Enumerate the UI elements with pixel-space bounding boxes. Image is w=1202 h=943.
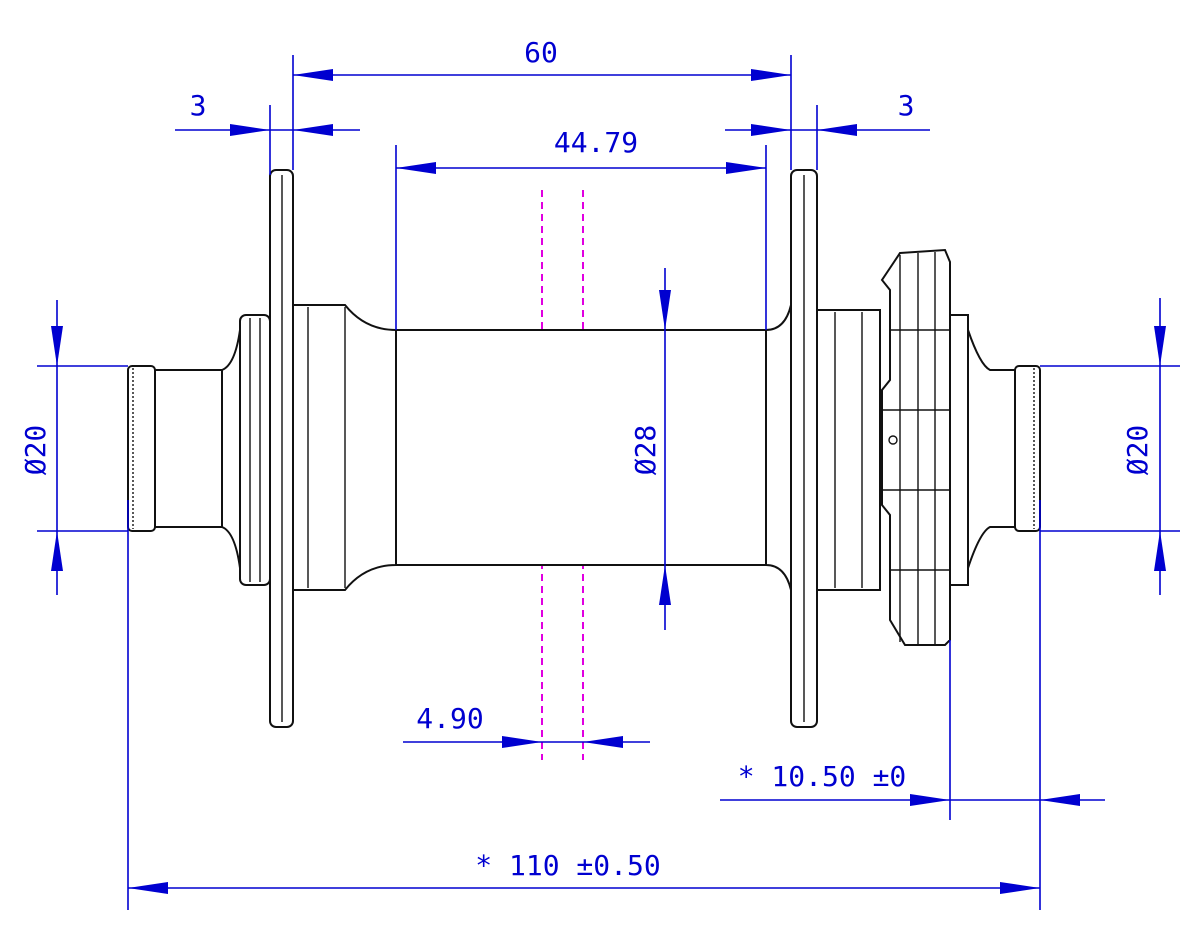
dimension-left-3: 3: [175, 89, 360, 175]
lockring: [880, 248, 951, 646]
dimension-label: 60: [524, 36, 558, 69]
dimension-110: * 110 ±0.50: [127, 500, 1041, 910]
hub-body: [395, 329, 767, 566]
dimension-60: 60: [292, 36, 792, 170]
hub-outline: [127, 169, 1041, 728]
dimension-10-50: * 10.50 ±0: [720, 640, 1105, 820]
dimension-label: 4.90: [416, 702, 483, 735]
dimension-label: 3: [898, 89, 915, 122]
dimension-label: Ø20: [1121, 425, 1154, 476]
dimension-label: * 110 ±0.50: [475, 849, 660, 882]
dimension-label: 3: [190, 89, 207, 122]
dimension-4-90: 4.90: [403, 702, 650, 748]
dimension-label: 44.79: [554, 126, 638, 159]
dimension-44-79: 44.79: [395, 126, 767, 330]
dimension-left-diameter: Ø20: [19, 300, 128, 595]
dimension-right-3: 3: [725, 89, 930, 170]
dimension-right-diameter: Ø20: [1040, 298, 1180, 595]
dimension-body-diameter: Ø28: [629, 268, 671, 630]
dimension-label: Ø28: [629, 425, 662, 476]
dimension-label: * 10.50 ±0: [738, 760, 907, 793]
dimension-label: Ø20: [19, 425, 52, 476]
